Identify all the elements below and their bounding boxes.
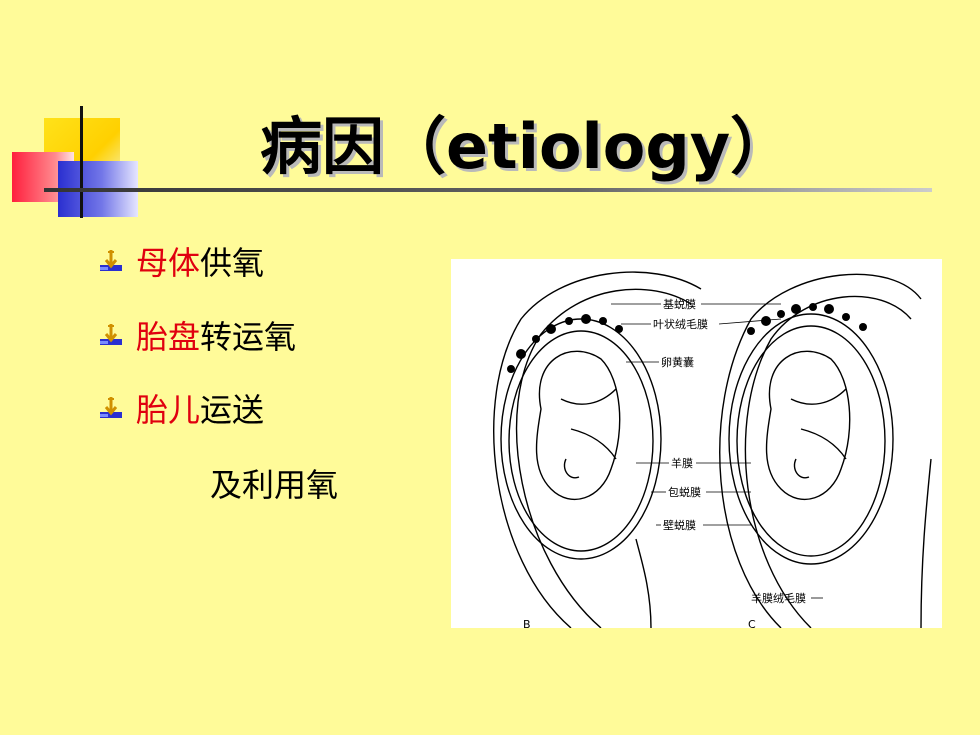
bullet-highlight: 胎儿 [136, 391, 201, 429]
title-underline [44, 188, 932, 192]
bullet-continuation: 及利用氧 [210, 466, 339, 504]
bullet-arrow-icon [100, 250, 122, 271]
label-amnion: 羊膜 [671, 456, 693, 470]
bullet-text: 转运氧 [200, 318, 297, 356]
bullet-item-2: 胎盘转运氧 [96, 312, 296, 358]
label-yolk-sac: 卵黄囊 [661, 355, 694, 369]
label-decidua-parietalis: 壁蜕膜 [663, 518, 696, 532]
panel-letter-b: B [523, 618, 531, 628]
bullet-arrow-icon [100, 397, 122, 418]
bullet-arrow-icon [100, 324, 122, 345]
bullet-item-1: 母体供氧 [96, 238, 264, 284]
fetal-membranes-illustration: 基蜕膜 叶状绒毛膜 卵黄囊 羊膜 包蜕膜 壁蜕膜 羊膜绒毛膜 B C [451, 259, 942, 628]
label-decidua-capsularis: 包蜕膜 [668, 485, 701, 499]
fetal-membranes-drawing: 基蜕膜 叶状绒毛膜 卵黄囊 羊膜 包蜕膜 壁蜕膜 羊膜绒毛膜 B C [493, 271, 932, 628]
panel-letter-c: C [748, 618, 756, 628]
bullet-text: 供氧 [200, 244, 265, 282]
bullet-item-3: 胎儿运送 [96, 385, 264, 431]
label-chorion-frondosum: 叶状绒毛膜 [653, 317, 708, 331]
decor-vertical-line [80, 106, 83, 218]
label-amniochorion: 羊膜绒毛膜 [751, 591, 806, 605]
label-decidua-basalis: 基蜕膜 [663, 297, 696, 311]
bullet-highlight: 胎盘 [136, 318, 201, 356]
slide-title: 病因（etiology） [260, 110, 793, 183]
bullet-highlight: 母体 [136, 244, 201, 282]
bullet-text: 运送 [200, 391, 265, 429]
